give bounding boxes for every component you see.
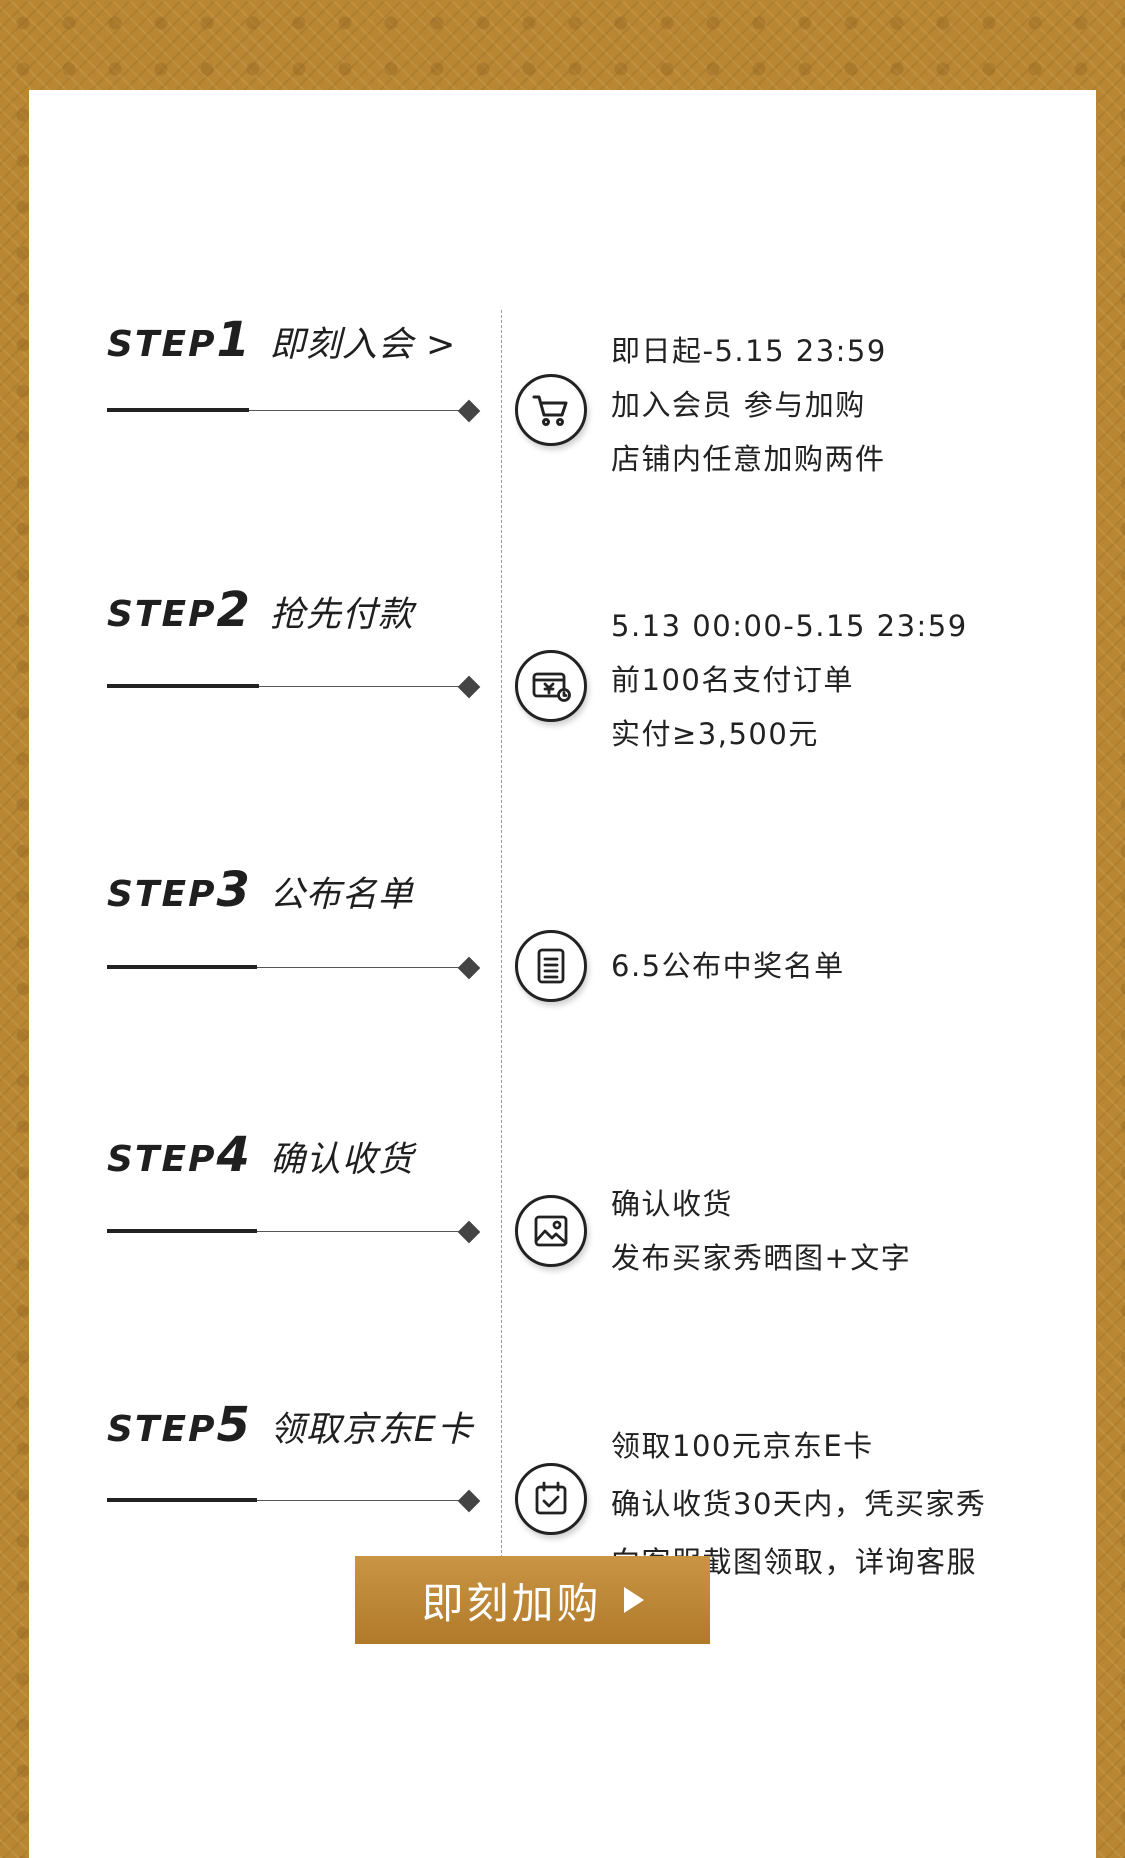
description-line: 发布买家秀晒图+文字 — [611, 1241, 912, 1275]
step-1-description: 即日起-5.15 23:59 加入会员 参与加购 店铺内任意加购两件 — [611, 324, 887, 486]
play-arrow-icon — [623, 1587, 644, 1613]
description-line: 5.13 00:00-5.15 23:59 — [611, 609, 968, 643]
step-4-title: STEP4 确认收货 — [107, 1127, 414, 1183]
shopping-cart-icon — [515, 374, 587, 446]
timeline-diamond — [457, 675, 481, 699]
timeline-diamond — [457, 1489, 481, 1513]
step-rule-bold — [107, 1498, 257, 1502]
step-3-description: 6.5公布中奖名单 — [611, 939, 845, 993]
step-1-title[interactable]: STEP1 即刻入会 > — [107, 312, 456, 368]
step-word: STEP — [107, 594, 217, 635]
step-label: 确认收货 — [269, 1140, 414, 1180]
description-line: 6.5公布中奖名单 — [611, 949, 845, 983]
step-label: 公布名单 — [269, 875, 414, 915]
calendar-check-icon — [515, 1463, 587, 1535]
step-label: 领取京东E卡 — [269, 1410, 473, 1450]
step-4-description: 确认收货 发布买家秀晒图+文字 — [611, 1177, 911, 1285]
timeline-line — [501, 310, 502, 1598]
description-line: 领取100元京东E卡 — [611, 1429, 874, 1463]
add-to-cart-button-label: 即刻加购 — [421, 1578, 602, 1628]
step-rule-bold — [107, 965, 257, 969]
step-word: STEP — [107, 1139, 217, 1180]
timeline-diamond — [457, 399, 481, 423]
step-rule — [107, 1231, 467, 1232]
step-number: 2 — [216, 582, 250, 638]
payment-yen-icon — [515, 650, 587, 722]
description-line: 加入会员 参与加购 — [611, 388, 866, 422]
step-2-description: 5.13 00:00-5.15 23:59 前100名支付订单 实付≥3,500… — [611, 599, 968, 761]
step-number: 4 — [216, 1127, 250, 1183]
step-label: 即刻入会 > — [269, 325, 457, 365]
document-list-icon — [515, 930, 587, 1002]
description-line: 店铺内任意加购两件 — [611, 442, 886, 476]
step-3-title: STEP3 公布名单 — [107, 862, 414, 918]
image-icon — [515, 1195, 587, 1267]
step-rule — [107, 410, 467, 411]
description-line: 即日起-5.15 23:59 — [611, 334, 887, 368]
description-line: 前100名支付订单 — [611, 663, 854, 697]
timeline-diamond — [457, 1220, 481, 1244]
step-rule-bold — [107, 684, 259, 688]
timeline-diamond — [457, 956, 481, 980]
step-word: STEP — [107, 1409, 217, 1450]
description-line: 确认收货 — [611, 1187, 734, 1221]
step-number: 5 — [216, 1397, 250, 1453]
step-word: STEP — [107, 324, 217, 365]
step-number: 3 — [216, 862, 250, 918]
description-line: 实付≥3,500元 — [611, 717, 819, 751]
step-word: STEP — [107, 874, 217, 915]
step-label: 抢先付款 — [269, 595, 414, 635]
step-number: 1 — [216, 312, 250, 368]
description-line: 确认收货30天内，凭买家秀 — [611, 1487, 987, 1521]
step-rule-bold — [107, 408, 249, 412]
step-rule-bold — [107, 1229, 257, 1233]
add-to-cart-button[interactable]: 即刻加购 — [355, 1556, 710, 1644]
step-rule — [107, 967, 467, 968]
step-5-description: 领取100元京东E卡 确认收货30天内，凭买家秀 向客服截图领取，详询客服 — [611, 1417, 986, 1591]
step-2-title: STEP2 抢先付款 — [107, 582, 414, 638]
step-5-title: STEP5 领取京东E卡 — [107, 1397, 473, 1453]
step-rule — [107, 1500, 467, 1501]
step-rule — [107, 686, 467, 687]
